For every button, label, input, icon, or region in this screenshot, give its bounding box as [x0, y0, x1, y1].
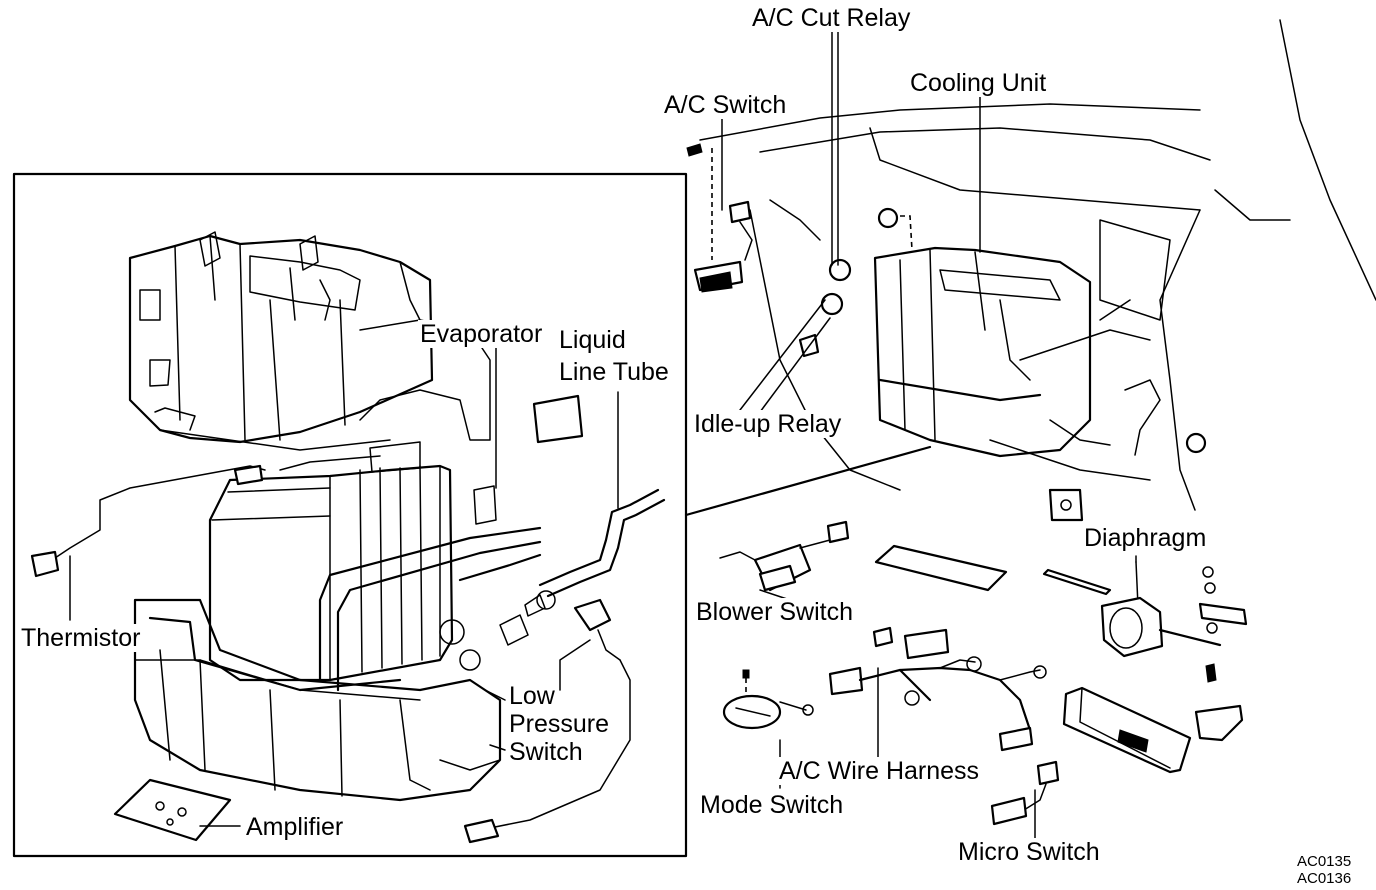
label-ac-wire-harness: A/C Wire Harness — [777, 757, 982, 785]
label-cooling-unit: Cooling Unit — [908, 69, 1049, 97]
label-low-pressure-switch-2: Pressure — [507, 710, 612, 738]
label-amplifier: Amplifier — [244, 813, 346, 841]
relays-part — [798, 207, 913, 358]
cooling-unit-housing — [128, 231, 491, 451]
mode-switch-part — [722, 669, 814, 730]
label-mode-switch: Mode Switch — [698, 791, 846, 819]
diaphragm-part — [1100, 561, 1248, 742]
evaporator-piping — [148, 526, 542, 692]
label-diaphragm: Diaphragm — [1082, 524, 1209, 552]
label-low-pressure-switch-3: Switch — [507, 738, 585, 766]
label-ac-cut-relay: A/C Cut Relay — [750, 4, 913, 32]
low-pressure-switch-part — [463, 598, 631, 844]
label-ac-switch: A/C Switch — [662, 91, 789, 119]
pad-parts — [874, 488, 1112, 596]
label-idle-up-relay: Idle-up Relay — [692, 410, 844, 438]
right-loose-leaders — [759, 555, 1137, 789]
evaporator-core — [208, 441, 454, 682]
figure-code-2: AC0136 — [1297, 870, 1352, 887]
label-low-pressure-switch-1: Low — [507, 682, 557, 710]
blower-switch-part — [719, 520, 850, 592]
label-evaporator: Evaporator — [418, 320, 545, 348]
ac-switch-part — [686, 143, 753, 293]
amplifier-part — [113, 778, 232, 842]
figure-code-1: AC0135 — [1297, 853, 1352, 870]
cooling-unit-installed — [873, 246, 1151, 458]
label-micro-switch: Micro Switch — [956, 838, 1102, 866]
detail-leaders — [69, 345, 619, 827]
micro-switch-part — [990, 760, 1060, 839]
liquid-line-tube — [499, 488, 666, 646]
detail-frame — [12, 172, 932, 858]
label-thermistor: Thermistor — [19, 624, 143, 652]
thermistor-part — [30, 464, 266, 578]
label-liquid-line-tube-1: Liquid — [557, 326, 628, 354]
wire-harness-part — [828, 626, 1047, 752]
right-leaders — [721, 31, 981, 413]
detail-small-parts — [473, 394, 584, 525]
lower-case — [133, 598, 502, 802]
ac-amp-module-part — [1062, 686, 1192, 774]
label-liquid-line-tube-2: Line Tube — [557, 358, 671, 386]
label-blower-switch: Blower Switch — [694, 598, 855, 626]
